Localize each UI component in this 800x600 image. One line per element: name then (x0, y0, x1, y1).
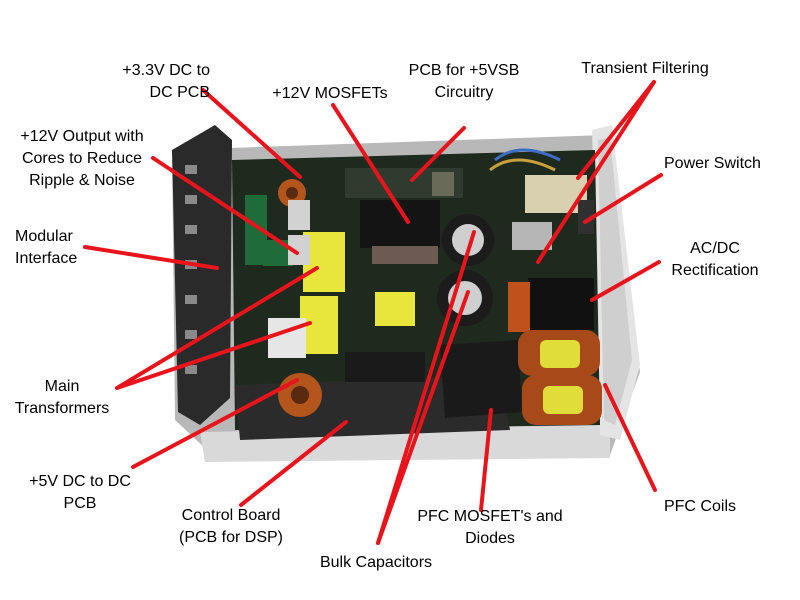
leader-dc33-pcb (201, 88, 302, 179)
transient-filter-module (525, 175, 587, 213)
rectifier-heatsink (528, 278, 594, 330)
leader-modular-interface (83, 245, 219, 270)
connector-pin (185, 365, 197, 374)
label-12v-output: +12V Output with Cores to Reduce Ripple … (6, 126, 158, 192)
label-line: Cores to Reduce (21, 150, 143, 167)
label-line: Control Board (181, 507, 281, 524)
leader-lines (83, 80, 663, 545)
ac-input-wire (494, 148, 561, 162)
label-bulk-capacitors: Bulk Capacitors (306, 552, 446, 574)
standby-transformer (375, 292, 415, 326)
connector-pin (185, 195, 197, 204)
label-line: Diodes (465, 530, 515, 547)
leader-12v-mosfets (331, 103, 410, 224)
label-line: Rectification (671, 262, 759, 279)
leader-pfc-coils (603, 383, 657, 492)
leader-5vsb-pcb (410, 126, 466, 182)
output-terminal-block (288, 235, 310, 265)
label-line: Transformers (14, 400, 110, 417)
label-line: Circuitry (434, 84, 494, 101)
connector-pin (185, 225, 197, 234)
label-acdc-rectification: AC/DC Rectification (660, 238, 770, 282)
leader-main-transformer-1 (115, 266, 319, 390)
label-line: +5V DC to DC (29, 473, 131, 490)
label-line: Bulk Capacitors (319, 554, 433, 571)
pfc-coil-core (540, 340, 580, 368)
ac-input-wire (489, 158, 556, 172)
label-line: Modular (15, 228, 73, 245)
connector-pin (185, 165, 197, 174)
leader-transient-2 (536, 80, 656, 264)
connector-pin (185, 295, 197, 304)
leader-pfc-mosfet (479, 408, 493, 512)
leader-bulk-cap-1 (376, 230, 476, 545)
pfc-heatsink (440, 340, 522, 418)
output-ferrite-cores (245, 195, 267, 265)
label-line: Power Switch (664, 155, 761, 172)
label-5v-dc-pcb: +5V DC to DC PCB (24, 471, 136, 515)
label-line: Main (44, 378, 80, 395)
inductor-core (291, 386, 309, 404)
x-capacitor (508, 282, 530, 332)
label-pfc-mosfet-diodes: PFC MOSFET's and Diodes (410, 506, 570, 550)
label-control-board: Control Board (PCB for DSP) (170, 505, 292, 549)
leader-bulk-cap-2 (376, 290, 470, 545)
power-switch (578, 200, 594, 234)
label-main-transformers: Main Transformers (4, 376, 120, 420)
label-transient-filtering: Transient Filtering (566, 58, 724, 80)
5vsb-component (432, 172, 454, 196)
label-line: (PCB for DSP) (178, 529, 283, 546)
transformer-bobbin (268, 318, 306, 358)
connector-pin (185, 330, 197, 339)
label-12v-mosfets: +12V MOSFETs (262, 83, 398, 105)
mosfet-array (372, 246, 438, 264)
label-line: PFC Coils (663, 498, 736, 515)
label-line: PCB (63, 495, 97, 512)
label-dc33-pcb: +3.3V DC to DC PCB (86, 60, 210, 104)
label-line: AC/DC (690, 240, 740, 257)
label-modular-interface: Modular Interface (15, 226, 95, 270)
label-5vsb-pcb: PCB for +5VSB Circuitry (402, 60, 526, 104)
pfc-coil-core (543, 386, 583, 414)
label-line: PCB for +5VSB (408, 62, 520, 79)
label-pfc-coils: PFC Coils (652, 496, 748, 518)
modular-interface-panel (172, 125, 232, 425)
leader-acdc (590, 260, 661, 302)
label-line: PFC MOSFET's and (417, 508, 563, 525)
label-line: Ripple & Noise (29, 172, 135, 189)
label-line: DC PCB (149, 84, 210, 101)
label-line: Transient Filtering (581, 60, 709, 77)
inductor-core (286, 187, 298, 199)
leader-main-transformer-2 (115, 321, 312, 390)
label-power-switch: Power Switch (664, 153, 784, 175)
leader-power-switch (583, 173, 663, 224)
filter-capacitor (512, 222, 552, 250)
output-terminal-block (288, 200, 310, 230)
label-line: +12V Output with (20, 128, 144, 145)
leader-control-board (239, 420, 348, 507)
leader-12v-output (151, 156, 299, 255)
secondary-heatsink (345, 352, 425, 382)
leader-5v-dc-pcb (131, 378, 299, 469)
label-line: +12V MOSFETs (272, 85, 388, 102)
label-line: Interface (15, 250, 78, 267)
label-line: +3.3V DC to (122, 62, 210, 79)
